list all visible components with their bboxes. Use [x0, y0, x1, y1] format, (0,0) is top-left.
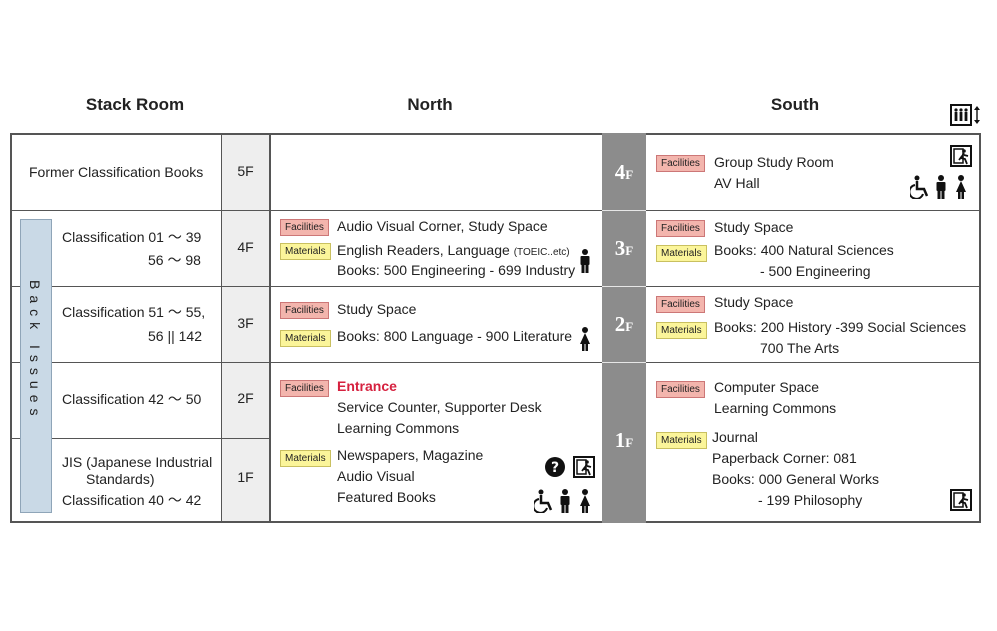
svg-text:?: ?: [551, 460, 559, 476]
stack-3f-line2: 56 || 142: [148, 328, 202, 344]
materials-tag: Materials: [280, 243, 331, 260]
accessible-icon: [534, 489, 553, 513]
stack-floor-3f: 3F: [237, 315, 254, 331]
north-1f-entrance: Entrance: [337, 378, 397, 394]
facilities-tag: Facilities: [656, 220, 705, 237]
north-3f-materials2: Books: 500 Engineering - 699 Industry: [337, 262, 576, 278]
womens-restroom-icon: [956, 175, 966, 199]
stack-1f-line2: Standards): [86, 471, 155, 487]
header-south: South: [770, 95, 820, 114]
north-2f-materials: Books: 800 Language - 900 Literature: [337, 328, 573, 344]
mens-restroom-icon: [936, 175, 946, 199]
south-2f-facilities: Study Space: [714, 294, 794, 310]
facilities-tag: Facilities: [656, 296, 705, 313]
materials-tag: Materials: [280, 450, 331, 467]
facilities-tag: Facilities: [656, 381, 705, 398]
facilities-tag: Facilities: [280, 219, 329, 236]
south-1f-materials2: Paperback Corner: 081: [712, 450, 857, 466]
emergency-exit-icon: [573, 456, 595, 478]
north-1f-facilities2: Service Counter, Supporter Desk: [337, 399, 542, 415]
south-2f-materials1: Books: 200 History -399 Social Sciences: [714, 319, 967, 335]
materials-tag: Materials: [656, 432, 707, 449]
south-1f-materials4: - 199 Philosophy: [758, 492, 863, 508]
north-2f-facilities: Study Space: [337, 301, 417, 317]
information-icon: ?: [545, 457, 565, 477]
floor-label-2f: 2F: [614, 312, 634, 336]
materials-tag: Materials: [280, 330, 331, 347]
floor-label-4f: 4F: [614, 160, 634, 184]
stack-floor-5f: 5F: [237, 163, 254, 179]
back-issues-label: Back Issues: [20, 219, 52, 513]
materials-tag: Materials: [656, 245, 707, 262]
materials-tag: Materials: [656, 322, 707, 339]
stack-1f-line3: Classification 40 ～ 42: [62, 492, 202, 508]
header-north: North: [407, 95, 453, 114]
stack-floor-column: [222, 135, 269, 521]
south-4f-facilities2: AV Hall: [714, 175, 760, 191]
north-1f-materials1: Newspapers, Magazine: [337, 447, 484, 463]
stack-floor-4f: 4F: [237, 239, 254, 255]
south-1f-facilities1: Computer Space: [714, 379, 820, 395]
womens-restroom-icon: [580, 489, 590, 513]
north-3f-facilities: Audio Visual Corner, Study Space: [337, 218, 548, 234]
north-1f-materials3: Featured Books: [337, 489, 436, 505]
south-2f-materials2: 700 The Arts: [760, 340, 840, 356]
facilities-tag: Facilities: [656, 155, 705, 172]
mens-restroom-icon: [560, 489, 570, 513]
south-3f-materials1: Books: 400 Natural Sciences: [714, 242, 894, 258]
floor-band: [602, 133, 646, 523]
former-classification-books: Former Classification Books: [29, 164, 204, 180]
stack-floor-1f: 1F: [237, 469, 254, 485]
north-1f-facilities3: Learning Commons: [337, 420, 460, 436]
stack-4f-line2: 56 ～ 98: [148, 252, 201, 268]
north-1f-materials2: Audio Visual: [337, 468, 415, 484]
accessible-icon: [910, 175, 929, 199]
stack-2f-line1: Classification 42 ～ 50: [62, 391, 202, 407]
north-3f-materials1: English Readers, Language (TOEIC..etc): [337, 242, 570, 258]
emergency-exit-icon: [950, 489, 972, 511]
header-stack-room: Stack Room: [85, 95, 185, 114]
south-4f-facilities1: Group Study Room: [714, 154, 834, 170]
south-1f-materials1: Journal: [712, 429, 758, 445]
womens-restroom-icon: [580, 327, 590, 351]
floor-label-1f: 1F: [614, 428, 634, 452]
facilities-tag: Facilities: [280, 302, 329, 319]
stack-4f-line1: Classification 01 ～ 39: [62, 229, 202, 245]
south-3f-materials2: - 500 Engineering: [760, 263, 871, 279]
mens-restroom-icon: [580, 249, 590, 273]
facilities-tag: Facilities: [280, 380, 329, 397]
emergency-exit-icon: [950, 145, 972, 167]
stack-3f-line1: Classification 51 ～ 55,: [62, 304, 206, 320]
stack-floor-2f: 2F: [237, 390, 254, 406]
floor-label-3f: 3F: [614, 236, 634, 260]
south-3f-facilities: Study Space: [714, 219, 794, 235]
back-issues-text: Back Issues: [27, 280, 43, 422]
south-1f-facilities2: Learning Commons: [714, 400, 837, 416]
stack-1f-line1: JIS (Japanese Industrial: [62, 454, 213, 470]
elevator-icon: [950, 104, 980, 126]
south-1f-materials3: Books: 000 General Works: [712, 471, 880, 487]
